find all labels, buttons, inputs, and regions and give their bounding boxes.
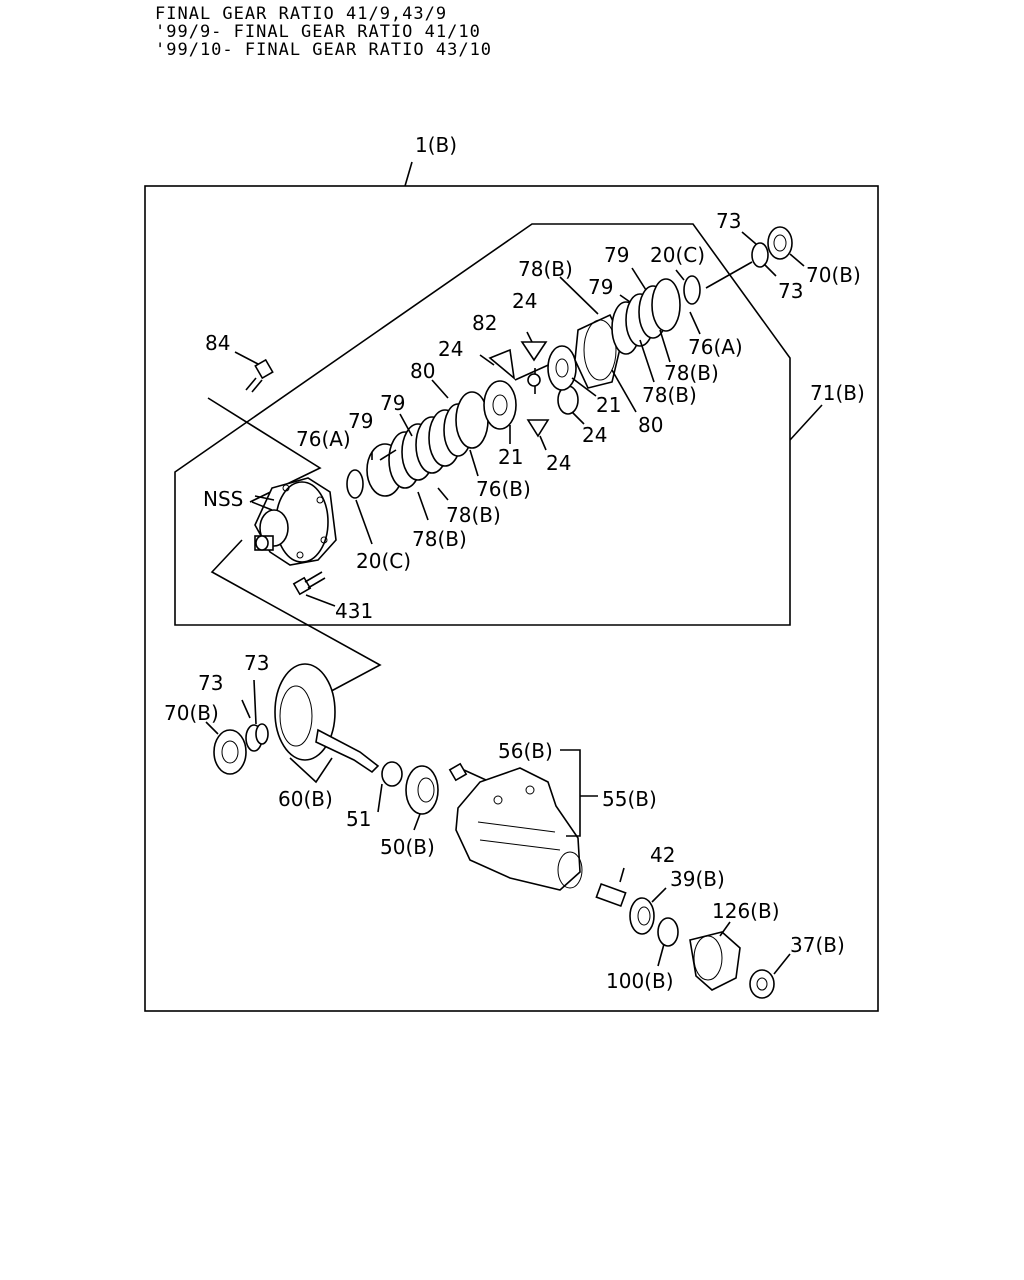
label-nss: NSS bbox=[203, 487, 243, 511]
label-79-d: 79 bbox=[604, 243, 629, 267]
assembly-frame bbox=[144, 185, 879, 1012]
header-line-2: '99/9- FINAL GEAR RATIO 41/10 bbox=[155, 22, 481, 42]
label-56b: 56(B) bbox=[498, 739, 553, 763]
header-line-1: FINAL GEAR RATIO 41/9,43/9 bbox=[155, 4, 448, 24]
label-60b: 60(B) bbox=[278, 787, 333, 811]
oil-seal-100-part bbox=[657, 917, 679, 947]
bearing-50-part bbox=[405, 765, 439, 815]
label-39b: 39(B) bbox=[670, 867, 725, 891]
ring-gear-part bbox=[274, 663, 403, 787]
left-plate-stack bbox=[346, 391, 489, 499]
label-76a-left: 76(A) bbox=[296, 427, 351, 451]
label-100b: 100(B) bbox=[606, 969, 674, 993]
label-73-left: 73 bbox=[198, 671, 223, 695]
label-37b: 37(B) bbox=[790, 933, 845, 957]
label-79-b: 79 bbox=[380, 391, 405, 415]
bolt-431-part bbox=[292, 571, 326, 596]
label-84: 84 bbox=[205, 331, 230, 355]
label-assembly: 1(B) bbox=[415, 133, 457, 157]
label-78b-left-2: 78(B) bbox=[412, 527, 467, 551]
label-42: 42 bbox=[650, 843, 675, 867]
label-73-right: 73 bbox=[778, 279, 803, 303]
housing-bracket bbox=[560, 749, 581, 837]
nut-37-part bbox=[749, 969, 775, 999]
label-73-ringgear: 73 bbox=[244, 651, 269, 675]
label-78b-top: 78(B) bbox=[518, 257, 573, 281]
label-76a-right: 76(A) bbox=[688, 335, 743, 359]
ringgear-guide bbox=[210, 539, 382, 697]
label-21-right: 21 bbox=[596, 393, 621, 417]
label-431: 431 bbox=[335, 599, 373, 623]
collapsible-spacer-42 bbox=[595, 882, 627, 908]
label-50b: 50(B) bbox=[380, 835, 435, 859]
label-70b-left: 70(B) bbox=[164, 701, 219, 725]
right-bearing-part bbox=[705, 226, 793, 289]
label-80-right: 80 bbox=[638, 413, 663, 437]
side-gear-left bbox=[483, 380, 517, 430]
case-group-frame bbox=[174, 223, 791, 626]
label-case-group: 71(B) bbox=[810, 381, 865, 405]
right-plate-stack bbox=[611, 275, 701, 355]
label-76b: 76(B) bbox=[476, 477, 531, 501]
label-70b-top: 70(B) bbox=[806, 263, 861, 287]
label-20c-right: 20(C) bbox=[650, 243, 705, 267]
label-21-left: 21 bbox=[498, 445, 523, 469]
label-73-top: 73 bbox=[716, 209, 741, 233]
label-51: 51 bbox=[346, 807, 371, 831]
carrier-housing-part bbox=[455, 767, 583, 891]
left-bearing-part bbox=[213, 723, 269, 775]
case-half-right bbox=[574, 313, 623, 389]
case-group-leader bbox=[789, 404, 823, 441]
bolt-56-part bbox=[448, 762, 487, 782]
label-24-top: 24 bbox=[512, 289, 537, 313]
side-gear-right bbox=[547, 345, 577, 391]
bearing-39-part bbox=[629, 897, 655, 935]
leader-lines bbox=[205, 231, 805, 975]
pinion-gears bbox=[488, 341, 579, 438]
label-78b-right-1: 78(B) bbox=[664, 361, 719, 385]
label-55b: 55(B) bbox=[602, 787, 657, 811]
label-24-bottom: 24 bbox=[546, 451, 571, 475]
differential-case-part bbox=[254, 477, 337, 566]
label-82: 82 bbox=[472, 311, 497, 335]
bolt-84-part bbox=[245, 358, 274, 393]
assembly-leader bbox=[404, 161, 413, 187]
flange-126-part bbox=[689, 931, 741, 991]
label-24-right: 24 bbox=[582, 423, 607, 447]
label-24-left: 24 bbox=[438, 337, 463, 361]
label-126b: 126(B) bbox=[712, 899, 780, 923]
header-line-3: '99/10- FINAL GEAR RATIO 43/10 bbox=[155, 40, 493, 60]
label-78b-right-2: 78(B) bbox=[642, 383, 697, 407]
label-79-c: 79 bbox=[588, 275, 613, 299]
label-79-a: 79 bbox=[348, 409, 373, 433]
label-78b-left-1: 78(B) bbox=[446, 503, 501, 527]
label-80-left: 80 bbox=[410, 359, 435, 383]
label-20c-left: 20(C) bbox=[356, 549, 411, 573]
